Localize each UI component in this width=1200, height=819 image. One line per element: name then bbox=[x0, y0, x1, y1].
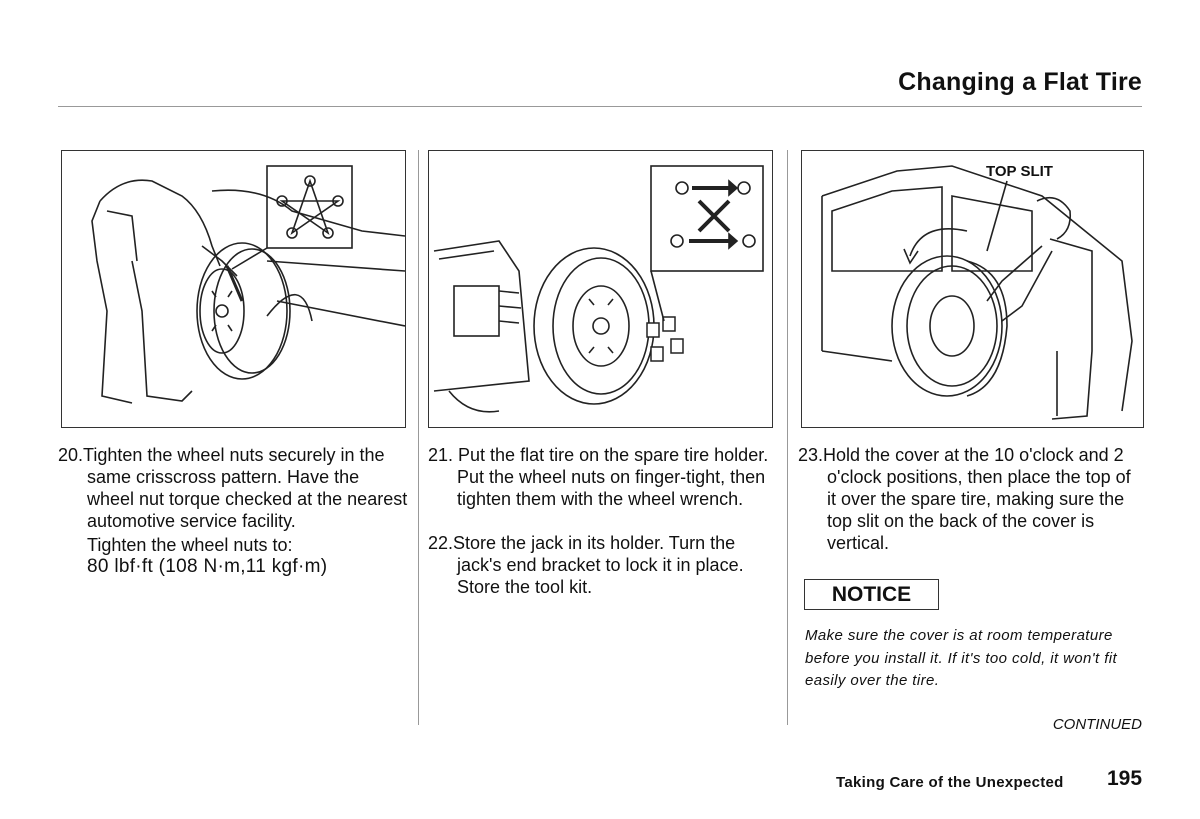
section-footer: Taking Care of the Unexpected bbox=[836, 774, 1064, 791]
column-divider-1 bbox=[418, 150, 419, 725]
figure-spare-tire-holder bbox=[428, 150, 773, 428]
continued-label: CONTINUED bbox=[1052, 716, 1142, 733]
top-slit-callout: TOP SLIT bbox=[986, 163, 1053, 180]
figure-tighten-nuts bbox=[61, 150, 406, 428]
torque-label: Tighten the wheel nuts to: bbox=[87, 535, 293, 555]
column-divider-2 bbox=[787, 150, 788, 725]
step-22-text: 22.Store the jack in its holder. Turn th… bbox=[428, 533, 744, 597]
wheel-nut-star-pattern-icon bbox=[231, 165, 353, 270]
notice-label: NOTICE bbox=[804, 579, 939, 610]
step-23-text: 23.Hold the cover at the 10 o'clock and … bbox=[798, 445, 1131, 553]
torque-value: 80 lbf·ft (108 N·m,11 kgf·m) bbox=[87, 556, 328, 577]
page-number: 195 bbox=[1107, 767, 1143, 790]
notice-text: Make sure the cover is at room temperatu… bbox=[805, 627, 1118, 689]
step-21-text: 21. Put the flat tire on the spare tire … bbox=[428, 445, 769, 509]
tire-icon bbox=[533, 247, 655, 405]
crisscross-arrows-icon bbox=[650, 165, 764, 322]
page-title: Changing a Flat Tire bbox=[898, 68, 1142, 96]
lug-nut-icon bbox=[646, 316, 684, 362]
step-20-text: 20.Tighten the wheel nuts securely in th… bbox=[58, 445, 408, 531]
header-rule bbox=[58, 106, 1142, 107]
figure-tire-cover bbox=[801, 150, 1144, 428]
